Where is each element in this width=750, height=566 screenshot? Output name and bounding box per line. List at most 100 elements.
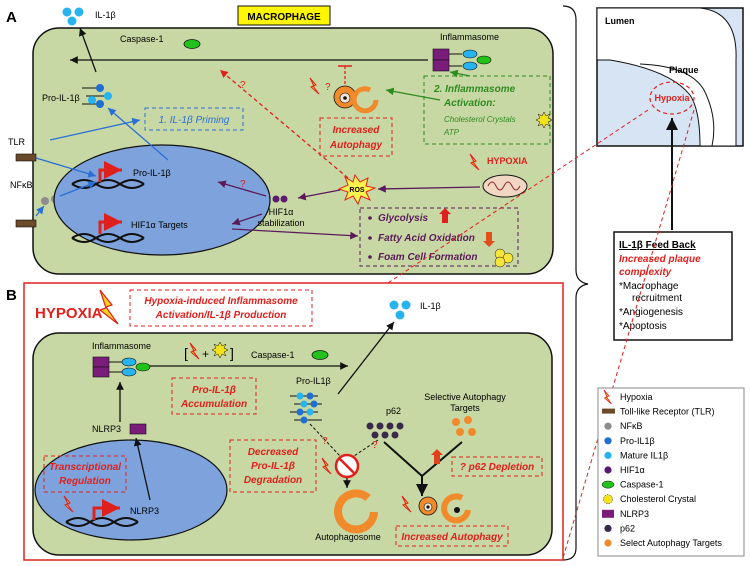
pro-to-mature-b-arrow	[337, 321, 395, 395]
il1b-b-label: IL-1β	[420, 301, 441, 311]
mature-il1b-dots-b	[389, 300, 411, 320]
nlrp3-icon	[129, 423, 147, 435]
mitochondrion-icon	[482, 174, 528, 198]
pro-il1b-b-label: Pro-IL1β	[296, 376, 331, 386]
transcription-arrow	[98, 161, 122, 182]
legend-label: NFκB	[620, 421, 643, 431]
tlr-icon	[15, 153, 37, 162]
increased-autophagy-b-label: Increased Autophagy	[401, 532, 503, 543]
transcription-arrow	[92, 499, 120, 520]
ros-to-hif-arrow	[297, 189, 341, 201]
decreased-line2: Pro-IL-1β	[251, 461, 295, 472]
up-arrow-icon	[439, 208, 451, 223]
induced-box	[129, 289, 313, 327]
bracket-close: ]	[230, 345, 234, 361]
degradation-dash	[309, 423, 341, 457]
legend-item: HIF1α	[604, 465, 645, 475]
legend-box	[597, 387, 745, 557]
dna-helix	[71, 179, 145, 243]
nfkb-arrow	[59, 181, 97, 197]
plaque-label: Plaque	[669, 65, 699, 75]
nucleus-a	[53, 144, 271, 256]
activation-title1: 2. Inflammasome	[433, 84, 516, 95]
legend-label: HIF1α	[620, 465, 645, 475]
legend-item: p62	[604, 523, 635, 533]
plaque-hypoxia-label: Hypoxia	[654, 93, 690, 103]
increased-autophagy-b-box	[395, 525, 509, 547]
plus-sign: +	[202, 347, 209, 361]
y-connector	[421, 441, 463, 477]
targets-to-metabolism-arrow	[231, 228, 359, 240]
legend-label: Toll-like Receptor (TLR)	[620, 407, 715, 417]
accumulation-line2: Accumulation	[180, 399, 247, 410]
ros-label: ROS	[349, 187, 365, 194]
increased-autophagy-box	[319, 117, 393, 157]
hif-to-targets-arrow	[231, 213, 263, 226]
priming-label: 1. IL-1β Priming	[159, 115, 230, 126]
plaque-edge	[639, 63, 715, 147]
legend-label: Hypoxia	[620, 392, 653, 402]
nucleus-nlrp3-label: NLRP3	[130, 506, 159, 516]
p62-dots	[366, 422, 404, 439]
increased-autophagy-line2: Autophagy	[329, 140, 383, 151]
p62-depletion-box	[451, 456, 543, 477]
brace	[562, 5, 589, 561]
decreased-box	[229, 439, 317, 493]
pro-to-mature-arrow	[79, 27, 97, 73]
glycolysis-label: Glycolysis	[378, 213, 428, 224]
feedback-box	[613, 231, 733, 341]
activation-to-autophagy-arrow	[385, 87, 441, 101]
selective-line2: Targets	[450, 403, 480, 413]
phagophore-icon	[351, 86, 379, 114]
hif-to-nucleus-arrow	[217, 180, 267, 197]
legend-label: Pro-IL1β	[620, 436, 655, 446]
nfkb-dot	[41, 197, 49, 205]
metabolism-box	[359, 207, 519, 267]
inflammasome-icon	[432, 48, 492, 72]
legend-item: Cholesterol Crystal	[603, 494, 696, 504]
nfkb-label: NFκB	[10, 180, 33, 190]
caspase1-b-icon	[311, 350, 329, 360]
up-arrow-icon	[431, 449, 443, 464]
p62-depletion-label: ? p62 Depletion	[460, 462, 534, 473]
legend-ellipse-icon	[601, 480, 615, 489]
activation-title2: Activation:	[443, 98, 496, 109]
feedback-item3: *Apoptosis	[619, 321, 667, 332]
feedback-title: IL-1β Feed Back	[619, 240, 696, 251]
question-mark: ?	[322, 436, 328, 447]
feedback-item1a: *Macrophage	[619, 281, 679, 292]
accumulation-box	[171, 377, 257, 415]
question-mark: ?	[372, 440, 378, 451]
pro-il1b-icon	[82, 84, 112, 108]
legend-item: Select Autophagy Targets	[604, 538, 722, 548]
hif-label: HIF1α	[269, 207, 294, 217]
nucleus-to-nlrp3-arrow	[133, 437, 151, 501]
legend-item: Pro-IL1β	[604, 436, 655, 446]
priming-box	[144, 107, 244, 131]
activation-box	[423, 75, 551, 145]
legend-lightning-icon	[603, 389, 612, 405]
legend-dot-icon	[604, 451, 612, 459]
y-connector	[383, 441, 423, 477]
nucleus-b	[34, 439, 228, 541]
inflammasome-b-label: Inflammasome	[92, 341, 151, 351]
feedback-item1b: recruitment	[632, 293, 682, 304]
lumen-label: Lumen	[605, 16, 635, 26]
nlrp3-label: NLRP3	[92, 424, 121, 434]
legend-label: Caspase-1	[620, 480, 664, 490]
ros-burst	[337, 173, 377, 206]
pro-il1b-label: Pro-IL-1β	[42, 93, 80, 103]
mitochondrion-cristae	[487, 181, 521, 191]
nucleus-pro-il1b: Pro-IL-1β	[133, 168, 171, 178]
mito-to-ros-arrow	[377, 184, 481, 193]
tlr-priming-arrow	[49, 117, 141, 141]
legend-item: NFκB	[604, 421, 643, 431]
legend-item: Caspase-1	[601, 480, 664, 490]
lumen-area	[596, 7, 737, 147]
mature-il1b-dots	[62, 7, 84, 26]
decreased-line1: Decreased	[248, 447, 299, 458]
feedback-item2: *Angiogenesis	[619, 307, 683, 318]
increased-autophagy-line1: Increased	[333, 125, 381, 136]
legend-label: p62	[620, 523, 635, 533]
